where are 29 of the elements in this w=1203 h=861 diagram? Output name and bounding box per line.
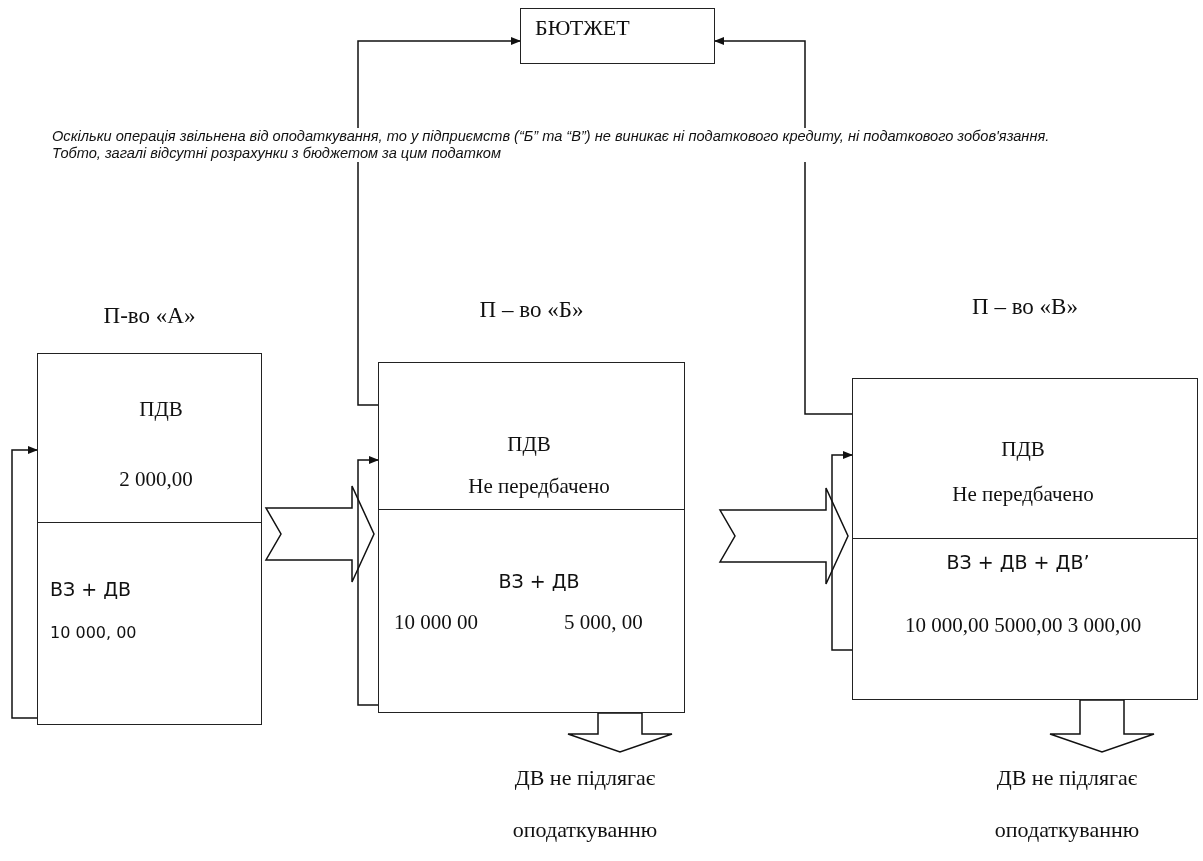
note-text: ДВ не підлягає оподаткуванню	[511, 764, 659, 844]
amount-text: 10 000,00 5000,00 3 000,00	[903, 612, 1143, 638]
tax-text: ПДВ	[1000, 436, 1046, 462]
tax-text: Не передбачено	[951, 481, 1095, 507]
amount-text: 5 000, 00	[564, 609, 643, 635]
block-arrow	[1049, 699, 1155, 753]
company-heading: П-во «А»	[102, 303, 197, 329]
budget-box	[520, 8, 715, 64]
tax-text: ПДВ	[506, 431, 552, 457]
amount-text: 10 000 00	[394, 609, 478, 635]
company-heading: П – во «Б»	[478, 297, 585, 323]
company-heading: П – во «В»	[971, 294, 1079, 320]
block-arrow	[264, 485, 375, 583]
tax-text: 2 000,00	[118, 466, 194, 492]
block-arrow	[567, 712, 673, 753]
tax-text: ПДВ	[138, 396, 184, 422]
loop-arrow	[831, 451, 853, 651]
amount-text: ВЗ + ДВ	[497, 569, 581, 594]
connector-arrow	[714, 37, 853, 415]
tax-text: Не передбачено	[467, 473, 611, 499]
amount-text: ВЗ + ДВ + ДВ’	[945, 550, 1091, 575]
block-arrow	[718, 487, 849, 585]
amount-text: 10 000, 00	[50, 622, 137, 644]
loop-arrow	[11, 446, 38, 719]
connector-arrow	[357, 37, 521, 406]
box-title: БЮТЖЕТ	[535, 15, 630, 41]
loop-arrow	[357, 456, 379, 706]
amount-text: ВЗ + ДВ	[50, 577, 132, 602]
note-text: ДВ не підлягає оподаткуванню	[993, 764, 1141, 844]
